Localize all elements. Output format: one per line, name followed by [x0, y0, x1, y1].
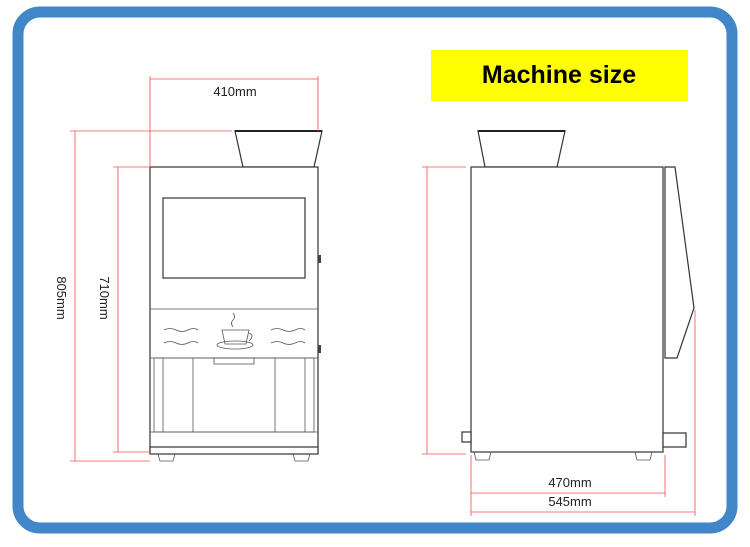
- wave-icon-right: [270, 328, 306, 345]
- coffee-cup-icon: [216, 312, 254, 350]
- front-panel-profile: [664, 166, 695, 359]
- depth-label: 470mm: [548, 475, 591, 490]
- screen: [162, 197, 306, 279]
- side-body: [470, 166, 664, 453]
- wave-icon-left: [163, 328, 199, 345]
- front-view: [149, 130, 323, 462]
- side-view: [461, 130, 695, 461]
- title-banner: Machine size: [431, 50, 688, 101]
- title-text: Machine size: [482, 61, 636, 89]
- body-height-label: 710mm: [97, 276, 112, 319]
- side-dimensions: 470mm 545mm: [422, 166, 696, 516]
- total-depth-label: 545mm: [548, 494, 591, 509]
- hopper: [234, 130, 323, 168]
- total-height-label: 805mm: [54, 276, 69, 319]
- front-dimensions: 410mm 805mm 710mm: [54, 76, 319, 462]
- side-hopper: [477, 130, 566, 168]
- width-label: 410mm: [213, 84, 256, 99]
